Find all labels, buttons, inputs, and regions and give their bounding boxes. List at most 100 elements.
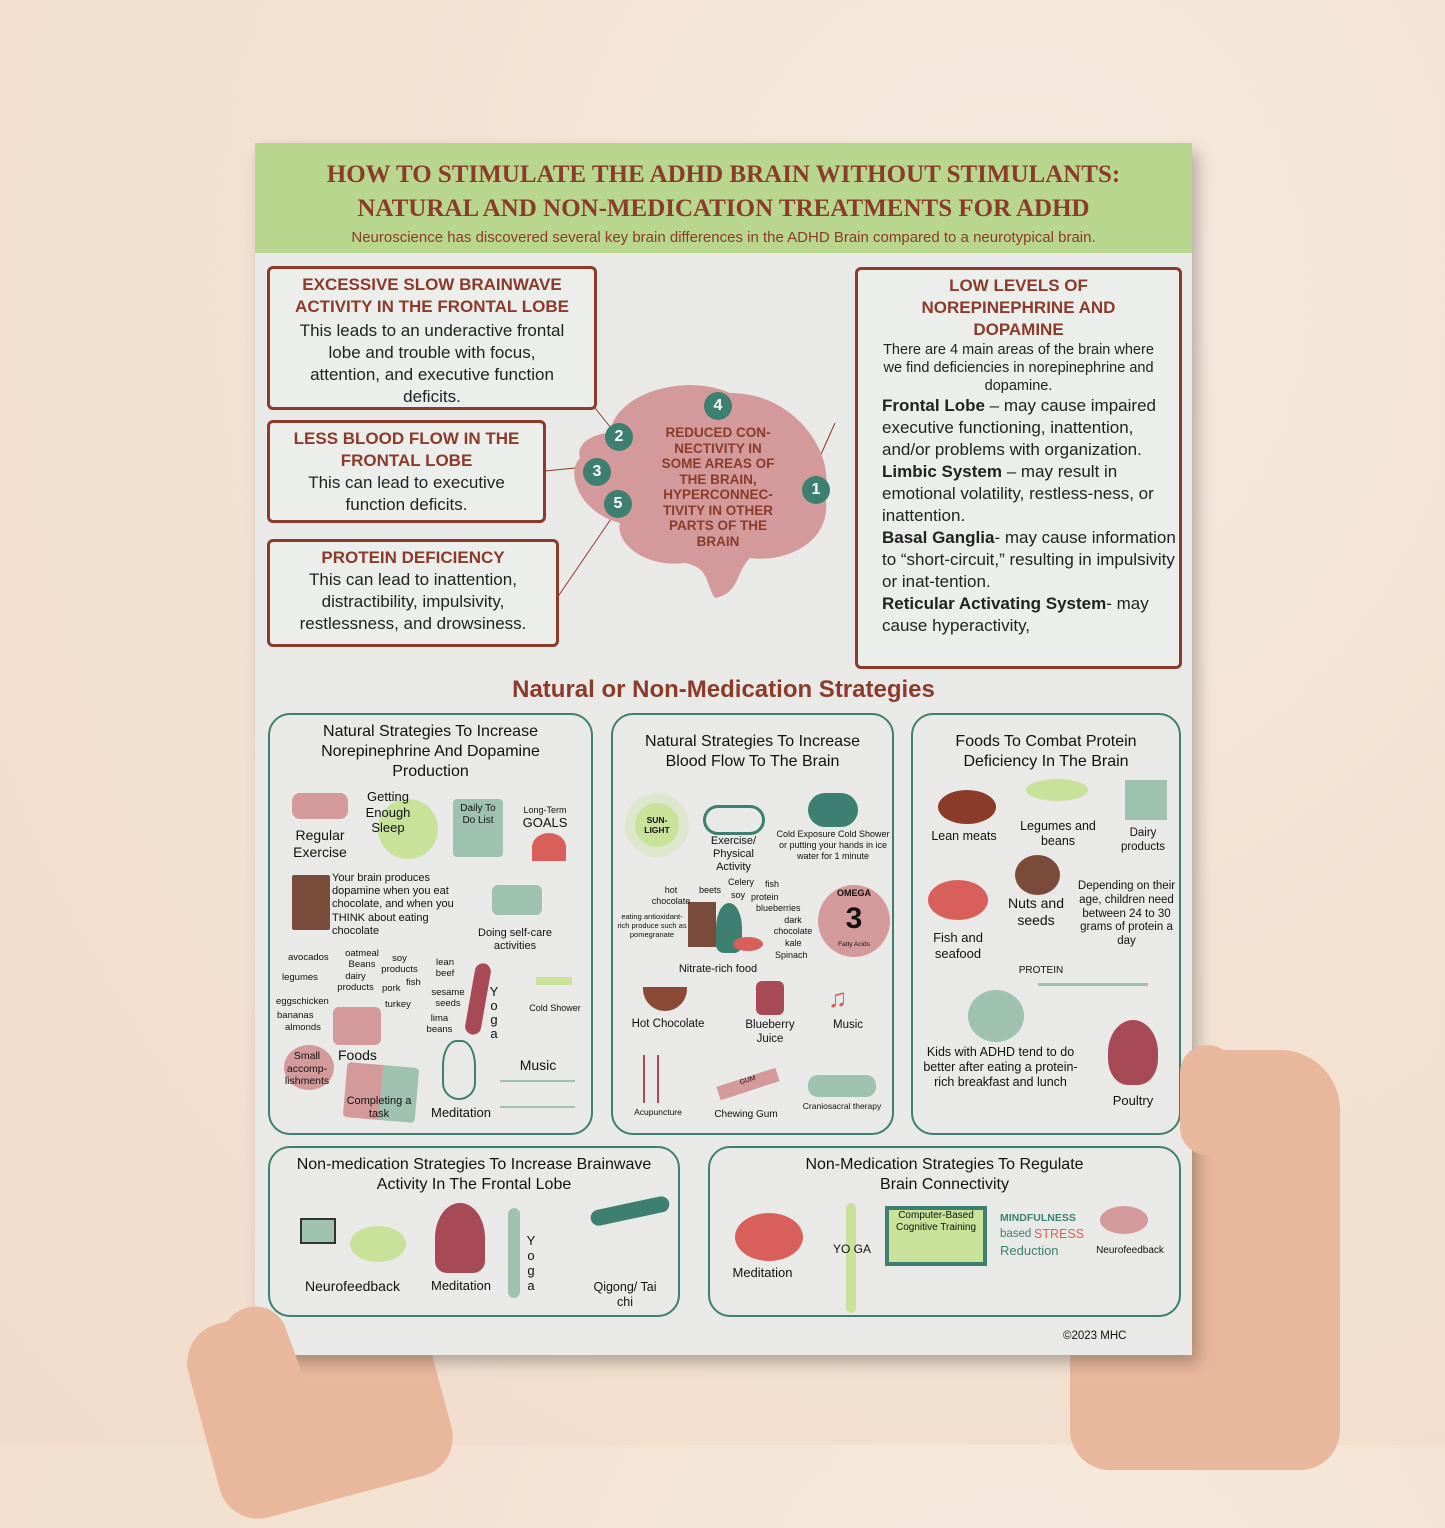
omega3-badge [818, 885, 890, 957]
bicycle-icon [703, 805, 765, 835]
brain-text: REDUCED CON-NECTIVITY IN SOME AREAS OF T… [661, 425, 775, 549]
food-word: dairy products [337, 971, 374, 994]
label-yoga: Yoga [489, 984, 499, 1041]
box-text: This can lead to inattention, distractib… [299, 570, 527, 633]
food-word: legumes [282, 972, 318, 983]
ice-cubes-icon [808, 793, 858, 827]
food-word: beets [699, 885, 722, 895]
brain-icon [350, 1226, 406, 1262]
food-word: Spinach [775, 950, 808, 960]
food-word: hot chocolate [651, 885, 691, 906]
box-text: This can lead to executive function defi… [308, 473, 505, 514]
label-protein-age: Depending on their age, children need be… [1077, 880, 1176, 948]
label-fish: Fish and seafood [933, 930, 983, 961]
area-frontal-lobe: Frontal Lobe – may cause impaired execut… [882, 396, 1156, 459]
label-dairy: Dairy products [1120, 827, 1166, 853]
number-2: 2 [605, 423, 633, 451]
label-shower: Cold Shower [529, 1003, 581, 1013]
label-hot-chocolate: Hot Chocolate [631, 1018, 705, 1030]
label-chewing-gum: Chewing Gum [714, 1109, 778, 1120]
food-word: sesame seeds [431, 987, 465, 1010]
label-chocolate: Your brain produces dopamine when you ea… [332, 872, 454, 937]
label-meditation: Meditation [732, 1265, 793, 1280]
label-acupuncture: Acupuncture [634, 1107, 682, 1117]
food-group-icon [333, 1007, 381, 1045]
area-basal-ganglia: Basal Ganglia- may cause information to … [882, 528, 1176, 591]
chocolate-icon [292, 875, 330, 930]
panel-title: Non-medication Strategies To Increase Br… [296, 1156, 652, 1193]
label-exercise: Regular Exercise [293, 827, 347, 860]
panel-title: Non-Medication Strategies To Regulate Br… [805, 1156, 1084, 1193]
label-omega-number: 3 [845, 902, 863, 935]
food-word: bananas [277, 1010, 314, 1021]
computer-icon [885, 1206, 987, 1266]
food-word: kale [785, 938, 802, 948]
food-word: avocados [288, 952, 329, 963]
dumbbell-icon [292, 793, 348, 819]
label-selfcare: Doing self-care activities [478, 927, 552, 953]
food-word: eggschicken [276, 996, 329, 1007]
food-word: eating antioxidant-rich produce such as … [617, 912, 687, 939]
label-mindfulness: MINDFULNESS [1000, 1212, 1076, 1224]
food-word: soy [731, 890, 746, 900]
label-task: Completing a task [346, 1095, 412, 1121]
label-neurofeedback: Neurofeedback [305, 1278, 400, 1294]
box-slow-brainwave: EXCESSIVE SLOW BRAINWAVE ACTIVITY IN THE… [267, 266, 597, 410]
label-cold-exposure: Cold Exposure Cold Shower or putting you… [776, 829, 890, 861]
acupuncture-icon [643, 1055, 659, 1103]
box-title: EXCESSIVE SLOW BRAINWAVE ACTIVITY IN THE… [295, 275, 569, 316]
monitor-icon [300, 1218, 336, 1244]
panel-title: Foods To Combat Protein Deficiency In Th… [955, 733, 1137, 770]
nuts-icon [1015, 855, 1060, 895]
label-accomplishments: Small accomp-lishments [284, 1050, 330, 1088]
label-craniosacral: Craniosacral therapy [802, 1101, 882, 1111]
label-fatty-acids: Fatty Acids [838, 941, 870, 948]
food-word: lima beans [426, 1013, 453, 1036]
label-music: Music [519, 1057, 557, 1073]
label-sleep: Getting Enough Sleep [365, 789, 411, 836]
qigong-icon [589, 1194, 671, 1228]
food-word: dark chocolate [773, 915, 813, 936]
fish-icon [733, 937, 763, 951]
food-word: lean beef [435, 957, 455, 980]
panel-protein: Foods To Combat Protein Deficiency In Th… [911, 713, 1181, 1135]
food-word: oatmeal Beans [345, 948, 379, 971]
label-poultry: Poultry [1112, 1093, 1154, 1108]
food-word: blueberries [756, 903, 801, 913]
food-word: fish [765, 879, 780, 889]
meditation-icon [435, 1203, 485, 1273]
moon-icon [378, 799, 438, 859]
label-foods: Foods [338, 1047, 377, 1063]
label-kids-breakfast: Kids with ADHD tend to do better after e… [923, 1045, 1078, 1089]
panel-brainwave: Non-medication Strategies To Increase Br… [268, 1146, 680, 1317]
label-long-term: Long-Term [523, 805, 567, 815]
brain-wave-icon [1100, 1206, 1148, 1234]
food-word: protein [751, 892, 779, 902]
number-5: 5 [604, 490, 632, 518]
ribbon-icon [284, 1045, 334, 1090]
header-band: How to Stimulate the ADHD Brain Without … [255, 143, 1192, 253]
label-yoga: Yoga [526, 1233, 536, 1293]
box-title: LOW LEVELS OF NOREPINEPHRINE AND DOPAMIN… [921, 276, 1116, 339]
panel-blood-flow: Natural Strategies To Increase Blood Flo… [611, 713, 894, 1135]
sun-icon [635, 803, 679, 847]
label-exercise: Exercise/ Physical Activity [710, 835, 757, 874]
label-sunlight: SUN-LIGHT [644, 815, 670, 836]
box-text: This leads to an underactive frontal lob… [299, 321, 565, 406]
food-word: fish [406, 977, 421, 988]
hot-chocolate-icon [643, 987, 687, 1011]
panel-title: Natural Strategies To Increase Blood Flo… [645, 733, 860, 770]
yoga-figure-icon [508, 1208, 520, 1298]
meat-icon [938, 790, 996, 824]
box-low-levels: LOW LEVELS OF NOREPINEPHRINE AND DOPAMIN… [855, 267, 1182, 669]
copyright: ©2023 MHC [1063, 1330, 1127, 1342]
food-word: Celery [728, 877, 755, 887]
panel-norepinephrine-dopamine: Natural Strategies To Increase Norepinep… [268, 713, 593, 1135]
number-1: 1 [802, 476, 830, 504]
breakfast-plate-icon [968, 990, 1024, 1042]
food-word: almonds [285, 1022, 321, 1033]
todo-list-icon [453, 799, 503, 857]
label-goals: GOALS [522, 815, 568, 830]
label-legumes: Legumes and beans [1020, 819, 1096, 848]
label-qigong: Qigong/ Tai chi [593, 1280, 657, 1309]
